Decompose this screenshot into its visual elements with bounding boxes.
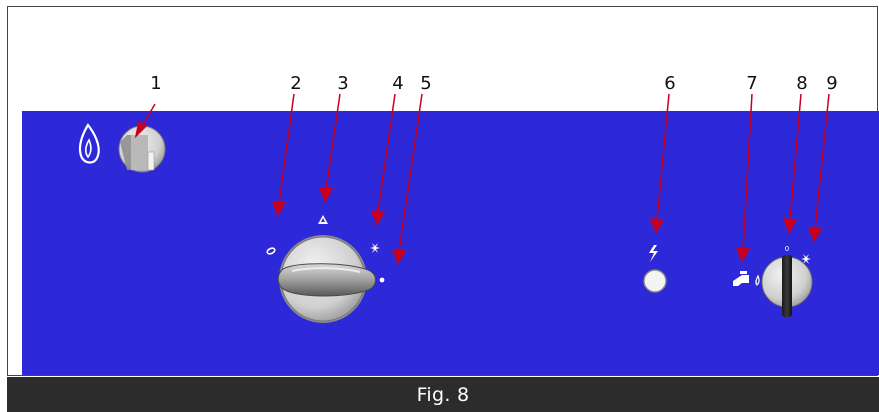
arrow-4	[370, 93, 396, 226]
callout-arrows	[134, 93, 830, 265]
arrow-2	[271, 93, 295, 217]
gas-flame-icon	[78, 123, 100, 164]
arrow-7	[735, 93, 753, 263]
min-flame-icon	[370, 243, 380, 253]
callout-1: 1	[150, 73, 161, 94]
max-flame-icon	[318, 215, 328, 224]
off-dot-icon	[379, 277, 385, 283]
indicator-lamp	[643, 269, 667, 293]
ignition-knob[interactable]	[118, 125, 166, 173]
arrow-5	[391, 93, 423, 265]
selector-zero-mark: 0	[785, 245, 789, 253]
arrow-1	[134, 103, 156, 139]
callout-2: 2	[290, 73, 301, 94]
panel-overlay: 0 1 2 3 4 5 6 7 8 9	[78, 73, 838, 323]
figure-caption-bar: Fig. 8	[7, 377, 879, 412]
callout-7: 7	[746, 73, 757, 94]
callout-5: 5	[420, 73, 431, 94]
callout-8: 8	[796, 73, 807, 94]
arrow-9	[807, 93, 830, 243]
pilot-flame-icon	[266, 247, 276, 255]
control-panel	[22, 111, 879, 375]
callout-6: 6	[664, 73, 675, 94]
callout-9: 9	[826, 73, 837, 94]
tap-water-icon	[733, 271, 760, 286]
lightning-icon	[649, 245, 658, 262]
arrow-8	[782, 93, 802, 234]
arrow-6	[649, 93, 670, 234]
callout-4: 4	[392, 73, 403, 94]
callout-labels: 1 2 3 4 5 6 7 8 9	[150, 73, 837, 94]
callout-3: 3	[337, 73, 348, 94]
fan-icon	[801, 254, 811, 264]
gas-control-knob[interactable]	[277, 235, 376, 323]
selector-switch[interactable]: 0	[761, 245, 813, 317]
figure-caption: Fig. 8	[416, 383, 470, 406]
arrow-3	[318, 93, 341, 203]
